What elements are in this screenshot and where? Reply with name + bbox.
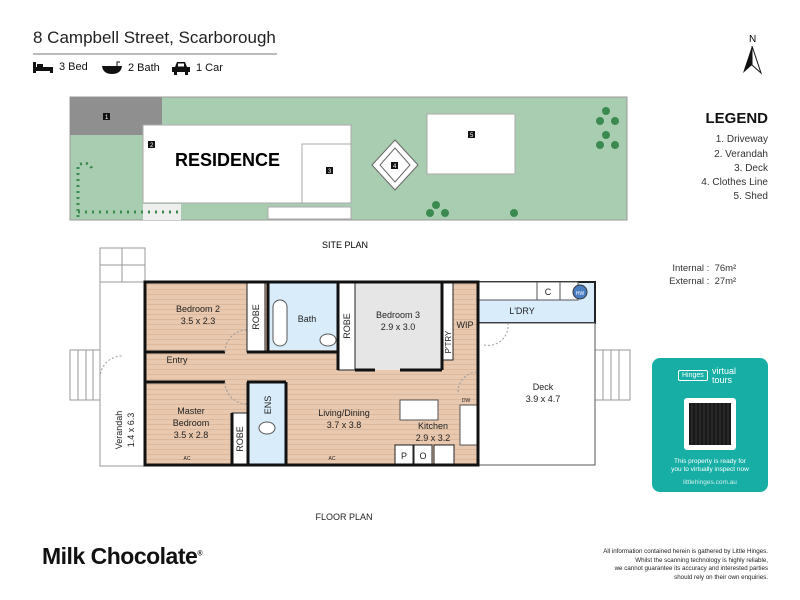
entry-label: Entry: [166, 355, 188, 365]
dw-label: DW: [462, 398, 471, 404]
floor-plan-label: FLOOR PLAN: [315, 512, 372, 522]
bath-label: Bath: [298, 314, 317, 324]
trees: [426, 107, 619, 217]
walls: [143, 280, 480, 467]
hinges-logo: Hinges: [678, 370, 708, 381]
sink: [459, 404, 479, 446]
north-arrow-icon: [743, 46, 752, 73]
wip-label: WIP: [457, 320, 474, 330]
bedroom-2-dim: 3.5 x 2.3: [181, 316, 216, 326]
bed-count: 3 Bed: [59, 61, 88, 73]
tour-brand-sub: tours: [712, 375, 733, 385]
site-plan-label: SITE PLAN: [322, 240, 368, 250]
virtual-tour-card[interactable]: Hinges virtual tours This property is re…: [652, 358, 768, 492]
bedroom-3-label: Bedroom 3: [376, 310, 420, 320]
stairs-left: [69, 349, 101, 401]
disclaimer: All information contained herein is gath…: [603, 548, 768, 582]
sep: :: [706, 263, 710, 274]
internal-value: 76m²: [714, 263, 737, 274]
legend-item: 4. Clothes Line: [701, 177, 768, 188]
hot-water-icon: [572, 284, 588, 300]
pantry-label: P'TRY: [444, 330, 453, 353]
bath-icon: [102, 61, 122, 74]
floor-plan: Bedroom 2 3.5 x 2.3 Bath Bedroom 3 2.9 x…: [69, 247, 631, 522]
stove-icon: [433, 444, 455, 466]
robe-label: ROBE: [235, 426, 245, 452]
bedroom-2-label: Bedroom 2: [176, 304, 220, 314]
logo-text: Milk Chocolate: [42, 543, 198, 569]
tour-brand-title: virtual: [712, 366, 737, 376]
disclaimer-line: All information contained herein is gath…: [603, 548, 768, 555]
tour-text-1: This property is ready for: [674, 458, 746, 465]
title-divider: [33, 53, 277, 55]
disclaimer-line: should rely on their own enquiries.: [674, 573, 768, 581]
brand-logo: Milk Chocolate®: [42, 543, 202, 570]
external-label: External: [669, 276, 704, 287]
living-dim: 3.7 x 3.8: [327, 420, 362, 430]
legend-title: LEGEND: [705, 110, 768, 127]
hw-label: HW: [576, 291, 585, 297]
bedroom-3-dim: 2.9 x 3.0: [381, 322, 416, 332]
sep: :: [706, 276, 710, 287]
car-icon: [172, 62, 190, 75]
legend-item: 3. Deck: [734, 163, 768, 174]
feature-bed: 3 Bed: [33, 61, 88, 73]
verandah: [99, 281, 146, 467]
kitchen-label: Kitchen: [418, 421, 448, 431]
legend-item: 5. Shed: [733, 191, 768, 202]
ac-label: AC: [184, 456, 191, 462]
north-label: N: [749, 34, 756, 45]
kitchen-island: [399, 399, 439, 421]
car-count: 1 Car: [196, 62, 223, 74]
site-marker-5: 5: [470, 133, 474, 139]
verandah-label: Verandah: [114, 411, 124, 450]
feature-car: 1 Car: [172, 61, 223, 75]
site-marker-3: 3: [328, 169, 332, 175]
north-compass: N: [743, 34, 763, 75]
master-dim: 3.5 x 2.8: [174, 430, 209, 440]
pantry-p-label: P: [401, 451, 407, 461]
bathtub: [272, 299, 288, 347]
stairs-right: [594, 349, 631, 401]
disclaimer-line: Whilst the scanning technology is highly…: [635, 556, 768, 564]
site-plan: 1 2 3 4 5 RESIDENCE SITE PLAN: [69, 96, 628, 250]
internal-label: Internal: [672, 263, 704, 274]
deck-label: Deck: [533, 382, 554, 392]
master-label-2: Bedroom: [173, 418, 210, 428]
feature-bath: 2 Bath: [102, 61, 160, 75]
site-marker-4: 4: [393, 164, 397, 170]
deck-dim: 3.9 x 4.7: [526, 394, 561, 404]
bath-count: 2 Bath: [128, 62, 160, 74]
verandah-dim: 1.4 x 6.3: [126, 413, 136, 448]
robe-label: ROBE: [342, 313, 352, 339]
external-value: 27m²: [714, 276, 737, 287]
qr-code[interactable]: [684, 398, 736, 450]
area-summary: Internal : 76m² External : 27m²: [660, 262, 736, 288]
property-address: 8 Campbell Street, Scarborough: [33, 28, 276, 47]
logo-mark: ®: [197, 550, 202, 558]
robe-label: ROBE: [251, 304, 261, 330]
cupboard-label: C: [545, 287, 552, 297]
oven-label: O: [419, 451, 426, 461]
tour-text-2: you to virtually inspect now: [671, 466, 749, 473]
disclaimer-line: we cannot guarantee its accuracy and int…: [614, 565, 768, 572]
master-label: Master: [177, 406, 205, 416]
ac-label: AC: [329, 456, 336, 462]
legend-item: 1. Driveway: [715, 134, 768, 145]
ens-label: ENS: [263, 396, 273, 415]
bedroom-3: [355, 282, 442, 370]
shed: [426, 113, 516, 175]
legend-item: 2. Verandah: [714, 149, 768, 160]
kitchen-dim: 2.9 x 3.2: [416, 433, 451, 443]
laundry-label: L'DRY: [509, 306, 535, 316]
site-marker-1: 1: [105, 115, 109, 121]
living-label: Living/Dining: [318, 408, 370, 418]
tour-url[interactable]: littlehinges.com.au: [683, 479, 737, 486]
bed-icon: [33, 62, 53, 73]
site-marker-2: 2: [150, 143, 154, 149]
residence-label: RESIDENCE: [175, 150, 280, 170]
